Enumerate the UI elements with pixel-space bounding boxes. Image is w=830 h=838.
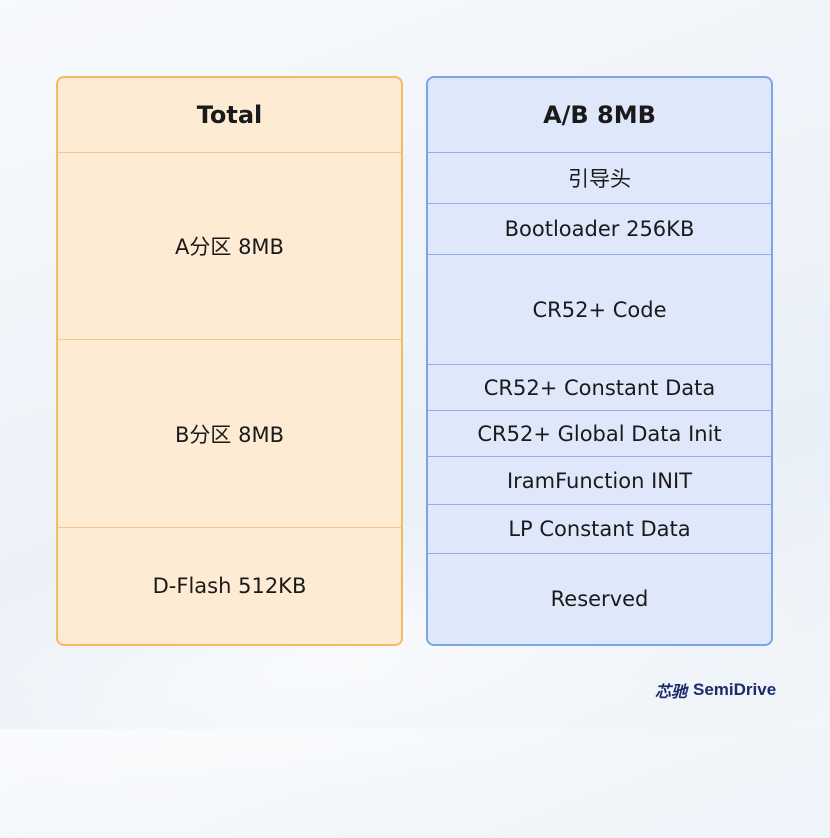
dflash-cell: D-Flash 512KB <box>58 527 401 644</box>
partition-a-cell: A分区 8MB <box>58 152 401 339</box>
ab-header: A/B 8MB <box>543 101 656 129</box>
bootloader-cell: Bootloader 256KB <box>428 203 771 254</box>
boot-header-cell: 引导头 <box>428 152 771 203</box>
cr52-global-data-init-cell: CR52+ Global Data Init <box>428 410 771 456</box>
semidrive-logo: 芯驰 SemiDrive <box>655 678 776 702</box>
cr52-code-cell: CR52+ Code <box>428 254 771 364</box>
total-memory-block: Total A分区 8MB B分区 8MB D-Flash 512KB <box>56 76 403 646</box>
logo-english-text: SemiDrive <box>693 680 777 699</box>
cr52-constant-data-cell: CR52+ Constant Data <box>428 364 771 410</box>
lp-constant-data-cell: LP Constant Data <box>428 504 771 553</box>
ab-partition-block: A/B 8MB 引导头 Bootloader 256KB CR52+ Code … <box>426 76 773 646</box>
iramfunction-init-cell: IramFunction INIT <box>428 456 771 504</box>
total-header: Total <box>196 101 263 129</box>
partition-b-cell: B分区 8MB <box>58 339 401 527</box>
logo-chinese-text: 芯驰 <box>655 682 688 701</box>
reserved-cell: Reserved <box>428 553 771 644</box>
